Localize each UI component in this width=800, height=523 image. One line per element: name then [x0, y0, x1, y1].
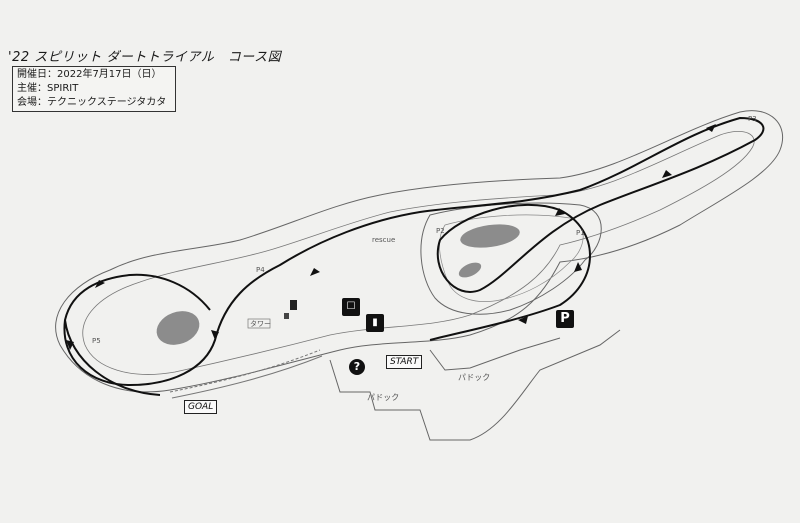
- track-inner-boundary: [82, 131, 755, 375]
- event-info-box: 開催日：2022年7月17日（日） 主催：SPIRIT 会場：テクニックステージ…: [12, 66, 176, 112]
- route-arrow-icon: [66, 124, 716, 350]
- event-organizer: 主催：SPIRIT: [17, 83, 79, 94]
- info-icon: ?: [349, 359, 365, 375]
- p3-label: P3: [748, 115, 757, 123]
- goal-label: GOAL: [184, 400, 218, 414]
- event-venue: 会場：テクニックステージタカタ: [17, 97, 167, 108]
- access-road: [169, 349, 321, 393]
- p1-label: P1: [576, 229, 585, 237]
- paddock-outline: [329, 329, 621, 441]
- access-road-2: [171, 355, 323, 399]
- pond-small: [458, 262, 482, 278]
- tower-label-box: [247, 318, 271, 329]
- racing-route-goal: [64, 319, 161, 396]
- start-label: START: [386, 355, 423, 369]
- pond-left: [156, 311, 200, 345]
- track-inner-loop: [420, 202, 602, 315]
- p2-label: P2: [436, 227, 445, 235]
- toilet-icon: ☐: [342, 298, 360, 316]
- vending-icon: ▮: [366, 314, 384, 332]
- p5-label: P5: [92, 337, 101, 345]
- p4-label: P4: [256, 266, 265, 274]
- tower-label: タワー: [250, 320, 271, 328]
- track-outer-boundary: [55, 110, 784, 393]
- event-date: 開催日：2022年7月17日（日）: [17, 69, 162, 80]
- paddock-label-2: パドック: [458, 373, 491, 382]
- tower-building: [290, 300, 297, 310]
- small-building: [284, 313, 289, 319]
- paddock-outline-2: [429, 337, 561, 371]
- rescue-label: rescue: [372, 236, 396, 244]
- paddock-label-1: パドック: [367, 393, 400, 402]
- parking-icon: P: [556, 310, 574, 328]
- course-title: '22 スピリット ダートトライアル コース図: [8, 50, 282, 65]
- racing-route: [63, 116, 765, 387]
- pond-p2: [460, 224, 520, 248]
